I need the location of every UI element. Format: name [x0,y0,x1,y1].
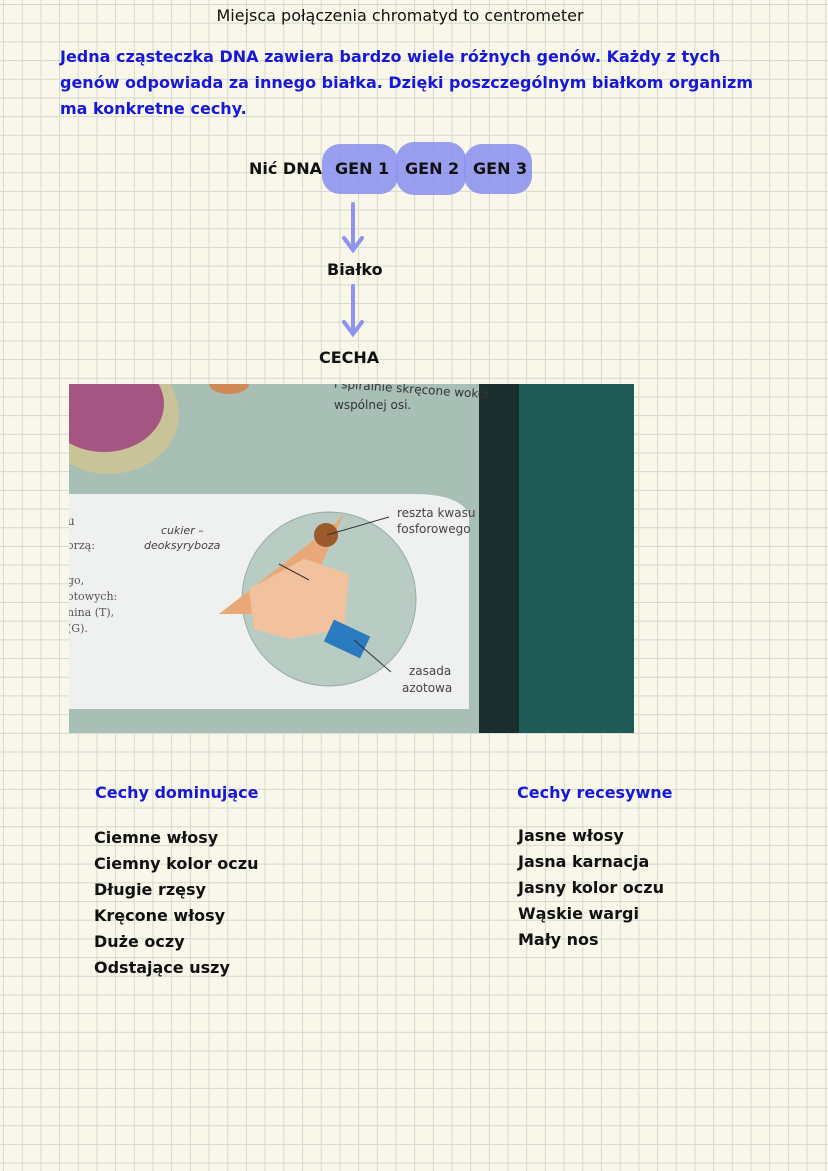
photo-text: u [69,514,75,528]
photo-label: fosforowego [397,522,471,536]
dominant-item: Odstające uszy [94,958,230,977]
recessive-heading: Cechy recesywne [517,783,673,802]
photo-label: deoksyryboza [144,539,221,552]
protein-label: Białko [327,260,383,279]
photo-text: (G). [69,622,88,635]
textbook-photo: i spiralnie skręcone wokół wspólnej osi.… [69,384,634,733]
recessive-item: Jasna karnacja [518,852,650,871]
dna-strand-label: Nić DNA [249,159,322,178]
intro-paragraph: Jedna cząsteczka DNA zawiera bardzo wiel… [60,47,754,118]
photo-label: cukier – [161,524,204,537]
gene-highlight [464,144,532,194]
photo-text: wspólnej osi. [334,398,412,412]
gene-2-label: GEN 2 [405,159,460,178]
arrow-down-icon [342,202,364,254]
recessive-item: Wąskie wargi [518,904,639,923]
dominant-item: Duże oczy [94,932,185,951]
gene-3-label: GEN 3 [473,159,528,178]
recessive-item: Jasny kolor oczu [518,878,664,897]
trait-label: CECHA [319,348,380,367]
gene-highlight [396,142,466,195]
page-title: Miejsca połączenia chromatyd to centrome… [216,6,584,25]
dominant-item: Kręcone włosy [94,906,226,925]
photo-text: nina (T), [69,606,115,619]
gene-1-label: GEN 1 [335,159,390,178]
dominant-item: Długie rzęsy [94,880,206,899]
gene-highlight [322,144,398,194]
recessive-item: Mały nos [518,930,599,949]
photo-text: otowych: [69,590,118,603]
photo-text: go, [69,574,85,587]
nucleotide-illustration [69,384,634,733]
photo-label: zasada [409,664,452,678]
photo-text: orzą: [69,539,95,552]
recessive-item: Jasne włosy [518,826,624,845]
dominant-item: Ciemne włosy [94,828,219,847]
photo-label: azotowa [402,681,453,695]
arrow-down-icon [342,284,364,338]
dominant-heading: Cechy dominujące [95,783,259,802]
photo-label: reszta kwasu [397,506,476,520]
dominant-item: Ciemny kolor oczu [94,854,259,873]
